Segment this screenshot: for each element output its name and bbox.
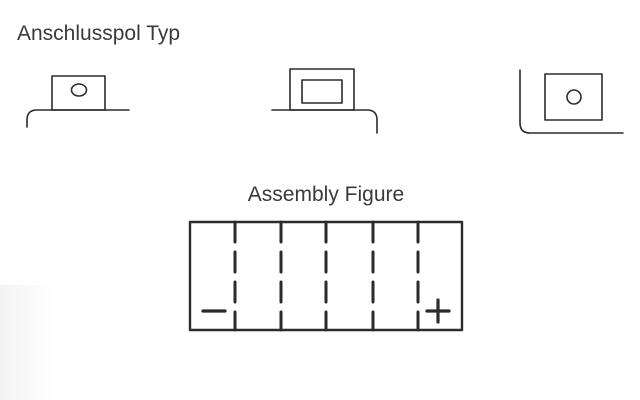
terminal-type-1-icon <box>26 75 130 128</box>
cell-dividers <box>233 220 420 332</box>
assembly-figure-heading: Assembly Figure <box>247 183 405 206</box>
positive-terminal-icon <box>425 298 451 324</box>
terminal-type-2-icon <box>271 68 378 134</box>
terminal-type-heading: Anschlusspol Typ <box>17 22 181 45</box>
background-fade <box>0 285 55 400</box>
terminal-type-3-icon <box>519 69 624 134</box>
